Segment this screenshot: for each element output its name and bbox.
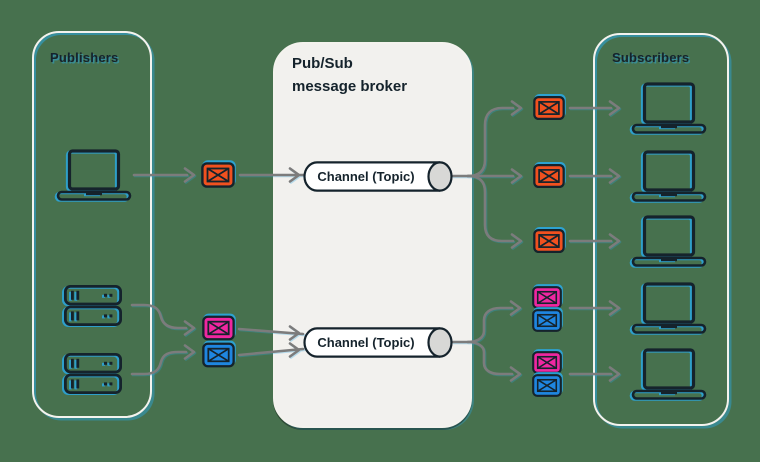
subscriber-laptop-icon — [631, 348, 707, 401]
arrow-messages-to-channel2 — [237, 325, 305, 358]
envelope-icon-orange — [533, 163, 565, 189]
publisher-server-stack-icon — [63, 352, 123, 395]
arrow-messages-to-subscribers-bottom — [568, 300, 621, 382]
cylinder-shape — [303, 161, 453, 192]
cylinder-shape — [303, 327, 453, 358]
envelope-icon-blue — [531, 309, 563, 332]
publishers-panel — [32, 31, 152, 418]
arrow-channel1-fanout — [451, 100, 523, 249]
channel-topic-1: Channel (Topic) — [303, 161, 453, 192]
subscribers-label: Subscribers — [612, 50, 690, 65]
arrow-server1-to-message — [130, 303, 196, 336]
envelope-icon-magenta — [202, 315, 235, 341]
publisher-server-stack-icon — [63, 284, 123, 327]
envelope-icon-orange — [533, 228, 565, 254]
subscribers-panel — [593, 33, 729, 426]
arrow-channel2-fanout — [451, 300, 522, 382]
envelope-icon-blue — [202, 342, 235, 368]
subscriber-laptop-icon — [631, 82, 707, 135]
envelope-icon-orange — [533, 95, 565, 121]
subscriber-laptop-icon — [631, 215, 707, 268]
arrow-server2-to-message — [130, 344, 196, 376]
envelope-icon-magenta — [531, 351, 563, 374]
subscriber-laptop-icon — [631, 150, 707, 203]
publisher-laptop-icon — [56, 149, 132, 202]
arrow-messages-to-subscribers-top — [568, 100, 621, 249]
broker-title-line1: Pub/Sub — [292, 55, 353, 72]
broker-title: Pub/Sub message broker — [292, 52, 407, 98]
broker-title-line2: message broker — [292, 78, 408, 95]
subscriber-laptop-icon — [631, 282, 707, 335]
envelope-icon-magenta — [531, 286, 563, 309]
envelope-icon-blue — [531, 374, 563, 397]
arrow-laptop-to-message — [132, 167, 196, 183]
channel-2-label: Channel (Topic) — [317, 335, 415, 350]
publishers-label: Publishers — [50, 50, 119, 65]
message-broker-panel — [273, 42, 472, 428]
channel-1-label: Channel (Topic) — [317, 169, 415, 184]
arrow-message-to-channel1 — [238, 167, 305, 183]
envelope-icon-orange — [201, 162, 235, 188]
channel-topic-2: Channel (Topic) — [303, 327, 453, 358]
